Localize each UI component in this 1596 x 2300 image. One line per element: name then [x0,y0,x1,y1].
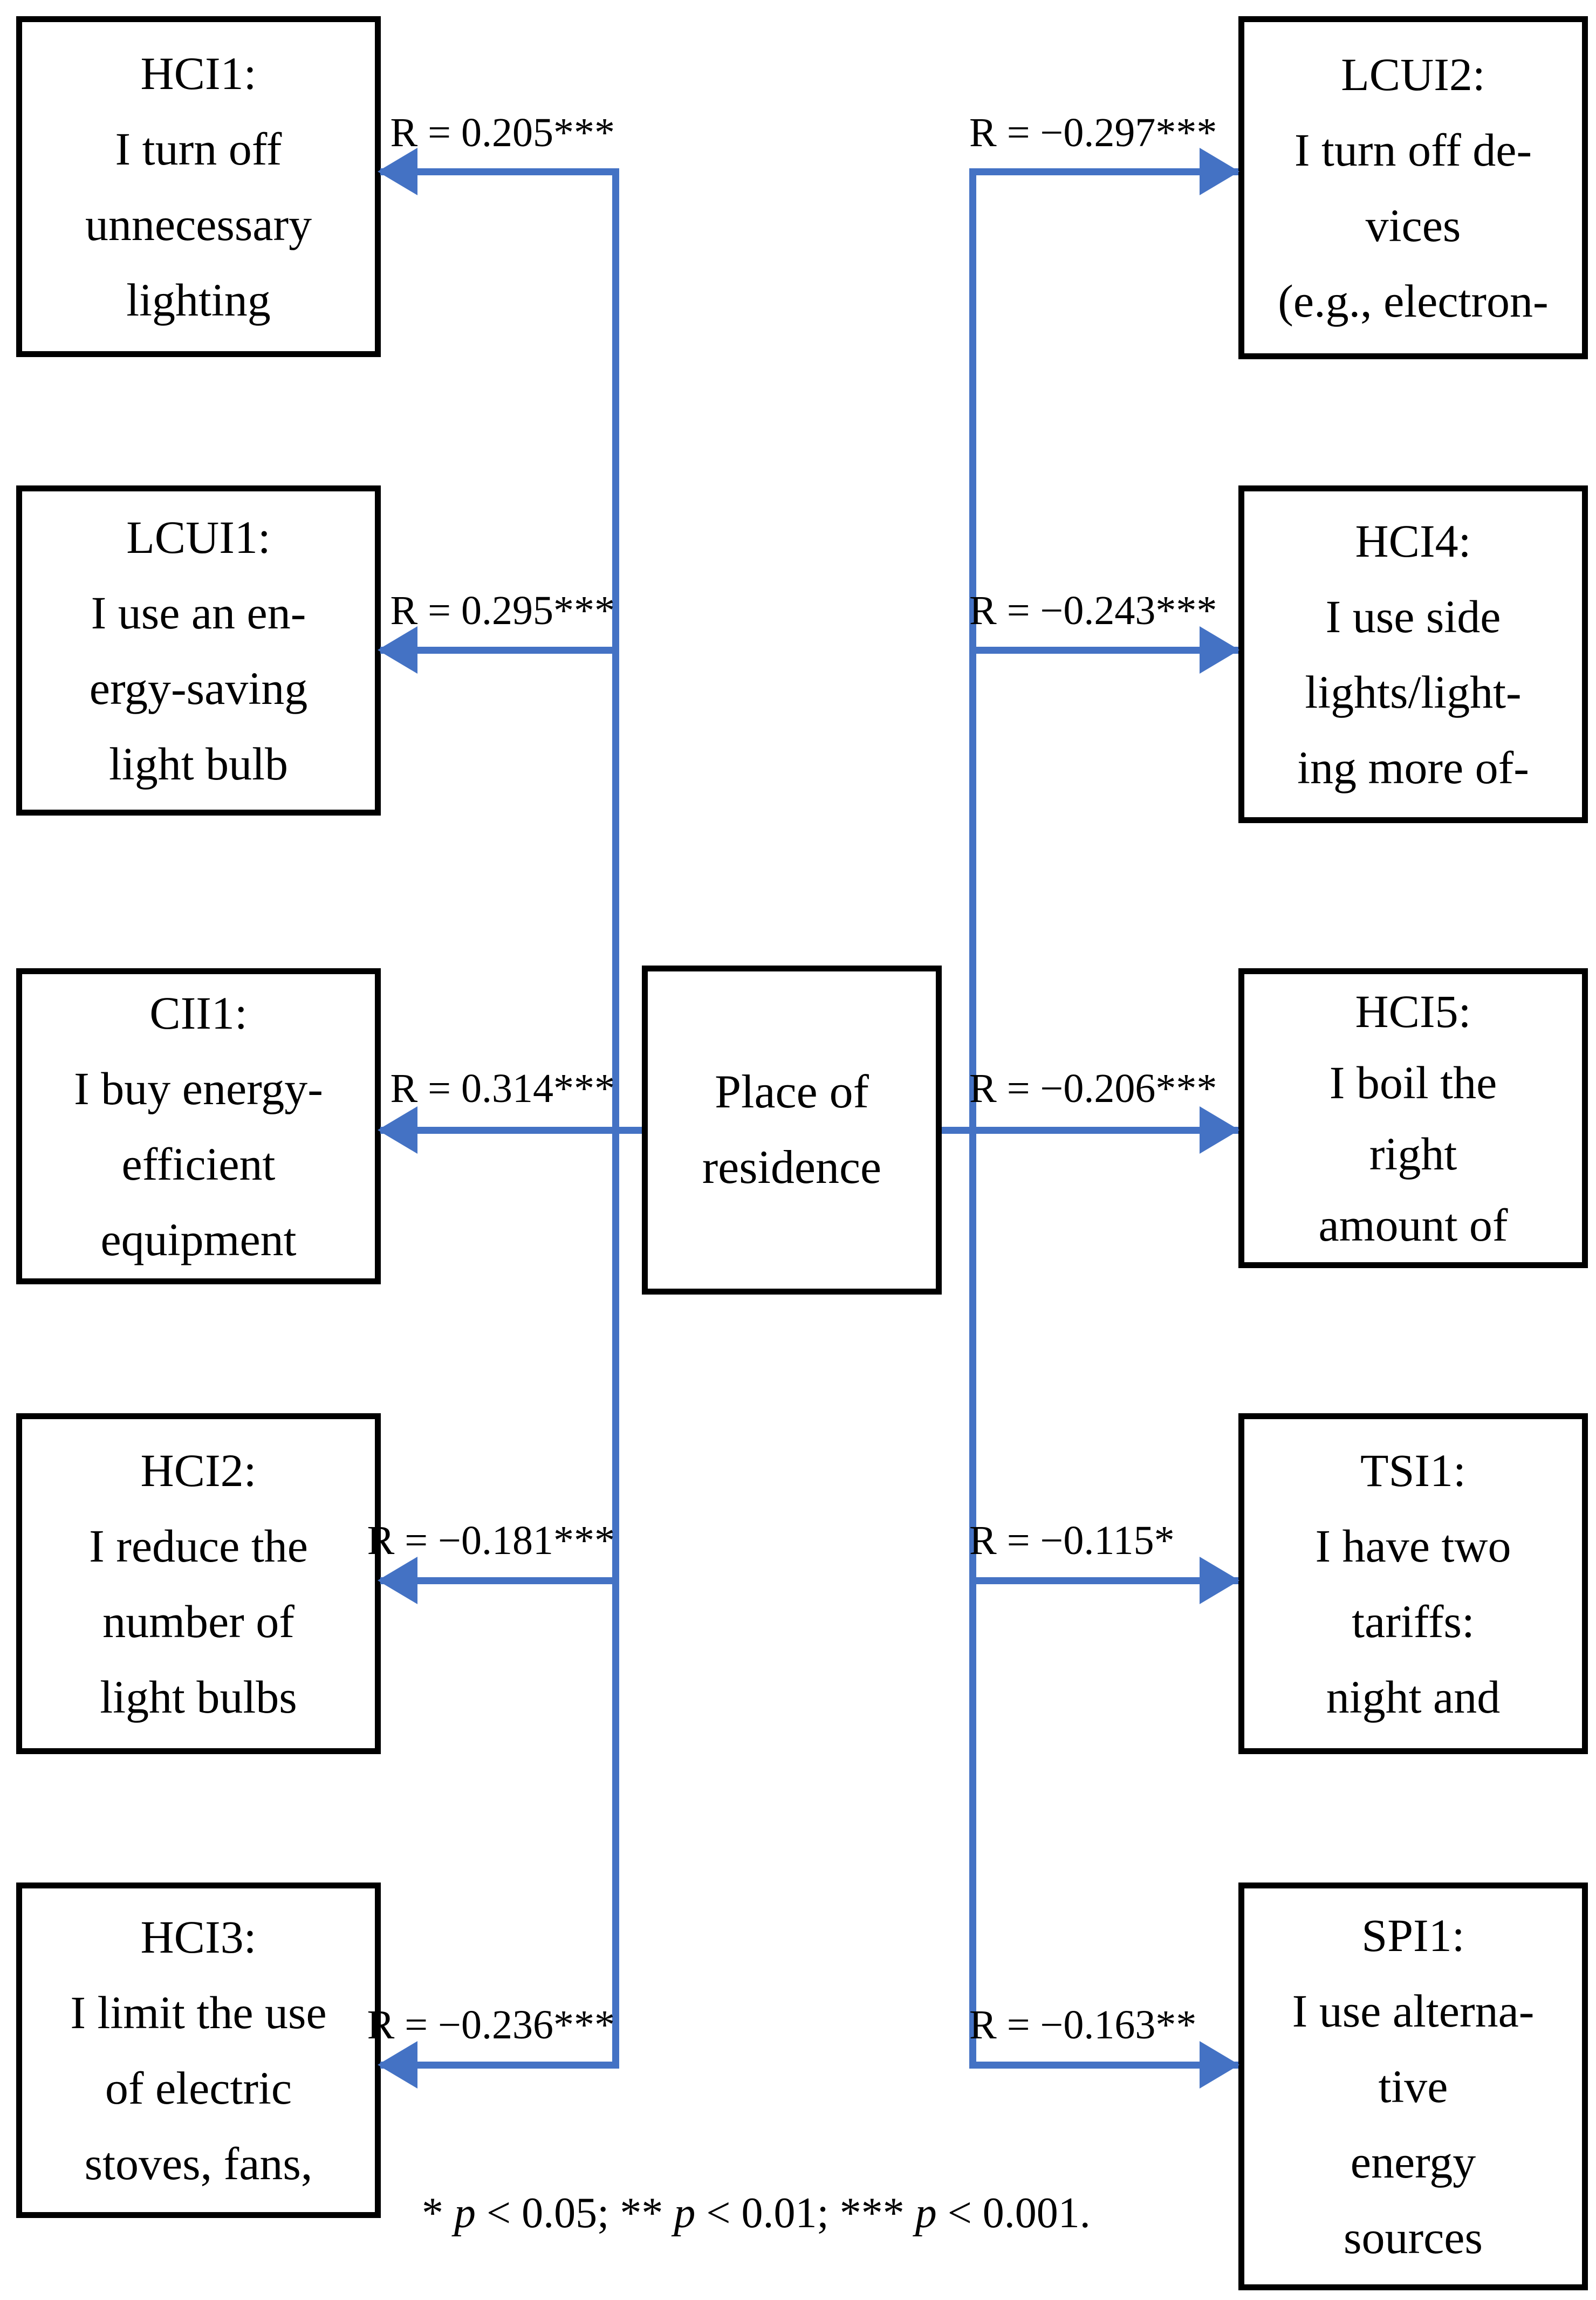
box-line: lighting [126,274,271,326]
box-line: I use alterna- [1292,1985,1535,2037]
arrow-line-hci5 [942,1127,1238,1134]
r-label-tsi1: R = −0.115* [969,1518,1175,1563]
r-label-lcui1: R = 0.295*** [390,588,615,633]
box-line: LCUI1: [126,511,271,563]
arrowhead-hci4-icon [1200,626,1239,674]
footnote-segment: < 0.01; *** [695,2189,915,2237]
arrow-line-tsi1 [969,1577,1238,1584]
box-line: number of [102,1596,294,1647]
box-line: vices [1365,200,1461,251]
box-line: light bulb [108,738,289,790]
box-line: of electric [105,2062,292,2114]
factor-box-hci1: HCI1: I turn off unnecessary lighting [16,16,381,357]
box-line: energy [1350,2136,1476,2188]
r-label-hci4: R = −0.243*** [969,588,1217,633]
footnote-segment: * [422,2189,454,2237]
r-label-hci3: R = −0.236*** [367,2002,615,2048]
arrow-line-lcui1 [380,647,619,654]
factor-box-hci2: HCI2: I reduce the number of light bulbs [16,1413,381,1754]
arrowhead-tsi1-icon [1200,1557,1239,1604]
arrowhead-hci2-icon [378,1557,417,1604]
box-line: light bulbs [100,1671,297,1723]
box-line: unnecessary [85,198,312,250]
box-line: LCUI2: [1341,49,1485,100]
factor-box-hci4: HCI4: I use side lights/light- ing more … [1238,485,1588,823]
r-label-spi1: R = −0.163** [969,2002,1197,2048]
r-label-hci5: R = −0.206*** [969,1066,1217,1111]
box-line: stoves, fans, [84,2138,313,2189]
r-label-cii1: R = 0.314*** [390,1066,615,1111]
box-line: I turn off de- [1294,124,1532,176]
footnote-segment: < 0.001. [936,2189,1091,2237]
r-label-hci2: R = −0.181*** [367,1518,615,1563]
arrow-line-hci4 [969,647,1238,654]
box-line: lights/light- [1305,666,1522,718]
box-line: equipment [100,1214,297,1265]
r-label-hci1: R = 0.205*** [390,110,615,155]
arrowhead-lcui2-icon [1200,148,1239,195]
box-line: Place of [715,1066,869,1118]
left-trunk-line [612,168,619,2069]
footnote-p-symbol: p [674,2189,696,2237]
box-line: HCI1: [140,47,257,99]
footnote-p-symbol: p [454,2189,476,2237]
box-line: ing more of- [1297,742,1529,793]
arrowhead-spi1-icon [1200,2041,1239,2089]
factor-box-lcui2: LCUI2: I turn off de- vices (e.g., elect… [1238,16,1588,359]
factor-box-hci5: HCI5: I boil the right amount of [1238,968,1588,1268]
arrow-line-lcui2 [969,168,1238,175]
box-line: SPI1: [1361,1909,1465,1961]
box-line: HCI5: [1355,985,1471,1037]
factor-box-lcui1: LCUI1: I use an en- ergy-saving light bu… [16,485,381,816]
arrowhead-hci1-icon [378,148,417,195]
arrowhead-hci5-icon [1200,1106,1239,1154]
box-line: residence [702,1141,882,1194]
arrow-line-hci2 [380,1577,619,1584]
arrow-line-spi1 [969,2062,1238,2069]
box-line: efficient [121,1138,276,1190]
box-line: tariffs: [1352,1596,1475,1647]
arrowhead-cii1-icon [378,1106,417,1154]
box-line: I buy energy- [74,1063,323,1114]
center-box-place-of-residence: Place of residence [642,966,942,1295]
factor-box-cii1: CII1: I buy energy- efficient equipment [16,968,381,1284]
box-line: HCI3: [140,1911,257,1963]
arrow-line-cii1 [380,1127,642,1134]
r-label-lcui2: R = −0.297*** [969,110,1217,155]
factor-box-tsi1: TSI1: I have two tariffs: night and [1238,1413,1588,1754]
right-trunk-line [969,168,976,2069]
box-line: TSI1: [1360,1445,1466,1496]
box-line: I have two [1315,1520,1511,1572]
footnote-p-symbol: p [915,2189,937,2237]
factor-box-spi1: SPI1: I use alterna- tive energy sources [1238,1883,1588,2290]
box-line: tive [1378,2061,1448,2112]
arrowhead-lcui1-icon [378,626,417,674]
box-line: I boil the [1329,1057,1497,1108]
box-line: amount of [1318,1199,1508,1251]
box-line: I reduce the [89,1520,308,1572]
arrow-line-hci1 [380,168,619,175]
arrowhead-hci3-icon [378,2041,417,2089]
box-line: I use side [1325,591,1501,642]
significance-footnote: * p < 0.05; ** p < 0.01; *** p < 0.001. [422,2183,1091,2243]
box-line: HCI2: [140,1445,257,1496]
box-line: I turn off [115,123,282,175]
footnote-segment: < 0.05; ** [476,2189,674,2237]
box-line: HCI4: [1355,515,1471,567]
arrow-line-hci3 [380,2062,619,2069]
box-line: night and [1326,1671,1501,1723]
box-line: ergy-saving [89,662,308,714]
box-line: right [1369,1128,1457,1180]
box-line: CII1: [149,987,248,1039]
box-line: sources [1344,2212,1483,2263]
factor-box-hci3: HCI3: I limit the use of electric stoves… [16,1883,381,2218]
box-line: I limit the use [70,1987,327,2038]
box-line: (e.g., electron- [1278,275,1549,327]
box-line: I use an en- [91,587,306,639]
